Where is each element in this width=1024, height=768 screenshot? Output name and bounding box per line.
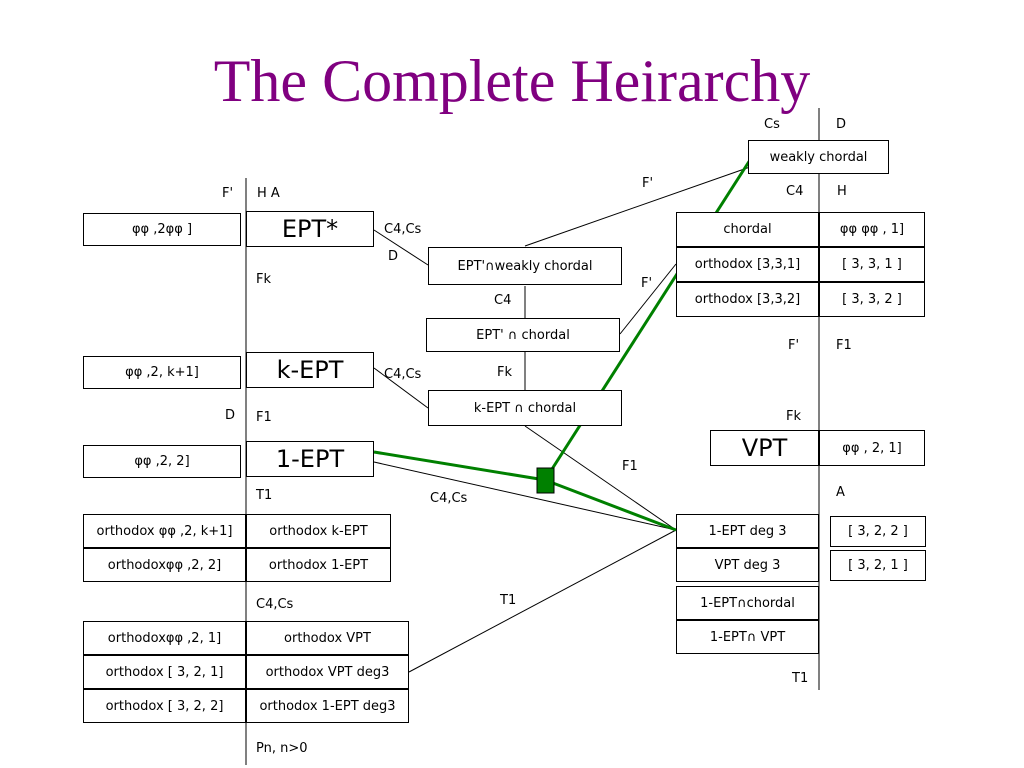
ept-star-box: EPT* (246, 211, 374, 247)
mid-fk-label: Fk (497, 365, 513, 380)
weakly-chordal-box: weakly chordal (748, 140, 889, 174)
right-a-label: A (836, 485, 845, 500)
orth-vpt-box: orthodox VPT (246, 621, 409, 655)
orth-321-box: orthodox [ 3, 2, 1] (83, 655, 246, 689)
left-t1-label: T1 (256, 488, 273, 503)
orth-vpt-deg3-box: orthodox VPT deg3 (246, 655, 409, 689)
vpt-box: VPT (710, 430, 819, 466)
orth-322-box: orthodox [ 3, 2, 2] (83, 689, 246, 723)
orth-k-range-box: orthodox φφ ,2, k+1] (83, 514, 246, 548)
orth-331-box: orthodox [3,3,1] (676, 247, 819, 282)
orth-332-box: orthodox [3,3,2] (676, 282, 819, 317)
left-d-label: D (225, 408, 236, 423)
kept-range-box: φφ ,2, k+1] (83, 356, 241, 389)
right-f1-label: F1 (836, 338, 852, 353)
kept-box: k-EPT (246, 352, 374, 388)
page-title: The Complete Heirarchy (213, 48, 811, 114)
orth-1-range-box: orthodoxφφ ,2, 2] (83, 548, 246, 582)
mid-d-top-label: D (388, 249, 399, 264)
right-cs-label: Cs (764, 117, 780, 132)
orth-1ept-deg3-box: orthodox 1-EPT deg3 (246, 689, 409, 723)
right-c4-label: C4 (786, 184, 804, 199)
oneept-range-box: φφ ,2, 2] (83, 445, 241, 478)
range-331-box: [ 3, 3, 1 ] (819, 247, 925, 282)
chordal-range-box: φφ φφ , 1] (819, 212, 925, 247)
mid-fprime-top-label: F' (642, 176, 654, 191)
vpt-range-box: φφ , 2, 1] (819, 430, 925, 466)
range-322-box: [ 3, 2, 2 ] (830, 516, 926, 547)
oneept-chordal-box: 1-EPT∩chordal (676, 586, 819, 620)
oneept-deg3-box: 1-EPT deg 3 (676, 514, 819, 548)
range-321-box: [ 3, 2, 1 ] (830, 550, 926, 581)
range-332-box: [ 3, 3, 2 ] (819, 282, 925, 317)
right-t1-label: T1 (792, 671, 809, 686)
vpt-deg3-box: VPT deg 3 (676, 548, 819, 582)
orth-vpt-range-box: orthodoxφφ ,2, 1] (83, 621, 246, 655)
mid-f1-label: F1 (622, 459, 638, 474)
orth-1-box: orthodox 1-EPT (246, 548, 391, 582)
chordal-box: chordal (676, 212, 819, 247)
right-h-label: H (837, 184, 847, 199)
left-f1-label: F1 (256, 410, 272, 425)
orth-k-box: orthodox k-EPT (246, 514, 391, 548)
mid-fprime-right-label: F' (641, 276, 653, 291)
oneept-vpt-box: 1-EPT∩ VPT (676, 620, 819, 654)
ept-star-range-box: φφ ,2φφ ] (83, 213, 241, 246)
left-fk-label: Fk (256, 272, 272, 287)
mid-c4cs-low-label: C4,Cs (430, 491, 468, 506)
right-fk-label: Fk (786, 409, 802, 424)
ept-weakly-chordal-box: EPT'∩weakly chordal (428, 247, 622, 285)
left-pn-label: Pn, n>0 (256, 741, 308, 756)
right-fprime-label: F' (788, 338, 800, 353)
oneept-box: 1-EPT (246, 441, 374, 477)
mid-c4cs-top-label: C4,Cs (384, 222, 422, 237)
mid-c4-label: C4 (494, 293, 512, 308)
left-fprime-label: F' (222, 186, 234, 201)
left-c4cs-label: C4,Cs (256, 597, 294, 612)
mid-t1-label: T1 (500, 593, 517, 608)
left-ha-label: H A (257, 186, 280, 201)
ept-chordal-box: EPT' ∩ chordal (426, 318, 620, 352)
mid-c4cs-mid-label: C4,Cs (384, 367, 422, 382)
kept-chordal-box: k-EPT ∩ chordal (428, 390, 622, 426)
right-d-label: D (836, 117, 847, 132)
